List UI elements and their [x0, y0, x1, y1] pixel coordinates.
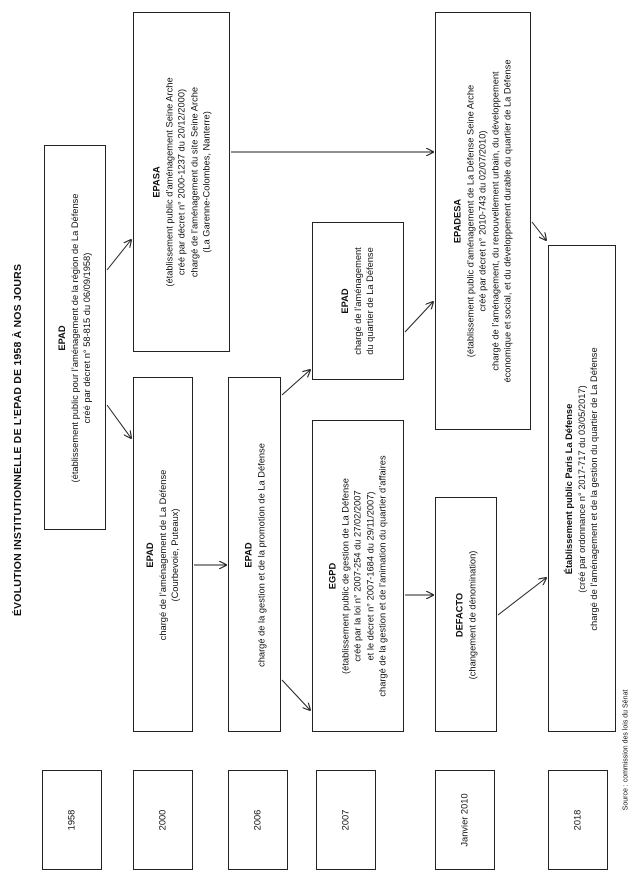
epad-2000-box: EPAD chargé de l’aménagement de La Défen…	[133, 377, 193, 732]
epasa-box: EPASA (établissement public d’aménagemen…	[133, 12, 230, 352]
arrow-epad2006-to-egpd	[281, 679, 310, 710]
epadesa-box: EPADESA (établissement public d’aménagem…	[435, 12, 531, 430]
egpd-box: EGPD (établissement public de gestion de…	[312, 420, 404, 732]
defacto-box: DEFACTO (changement de dénomination)	[435, 497, 497, 732]
arrow-defacto-to-paris-la-defense	[497, 578, 546, 616]
arrow-epad2006-to-epad2007	[281, 370, 310, 396]
paris-la-defense-box: Établissement public Paris La Défense (c…	[548, 245, 616, 732]
epad-2006-box: EPAD chargé de la gestion et de la promo…	[228, 377, 281, 732]
year-box-2000: 2000	[133, 770, 193, 870]
arrow-epadesa-to-paris-la-defense	[531, 221, 546, 240]
epad-2007-box: EPAD chargé de l’aménagement du quartier…	[312, 222, 404, 380]
year-box-1958: 1958	[42, 770, 102, 870]
year-box-2010: Janvier 2010	[435, 770, 495, 870]
epad-1958-box: EPAD (établissement public pour l’aménag…	[44, 145, 106, 530]
year-box-2007: 2007	[316, 770, 376, 870]
year-box-2006: 2006	[228, 770, 288, 870]
year-box-2018: 2018	[548, 770, 608, 870]
arrow-epad2007-to-epadesa	[404, 302, 433, 333]
arrow-epad1958-to-epad2000	[106, 404, 131, 438]
arrow-epad1958-to-epasa	[106, 240, 131, 271]
